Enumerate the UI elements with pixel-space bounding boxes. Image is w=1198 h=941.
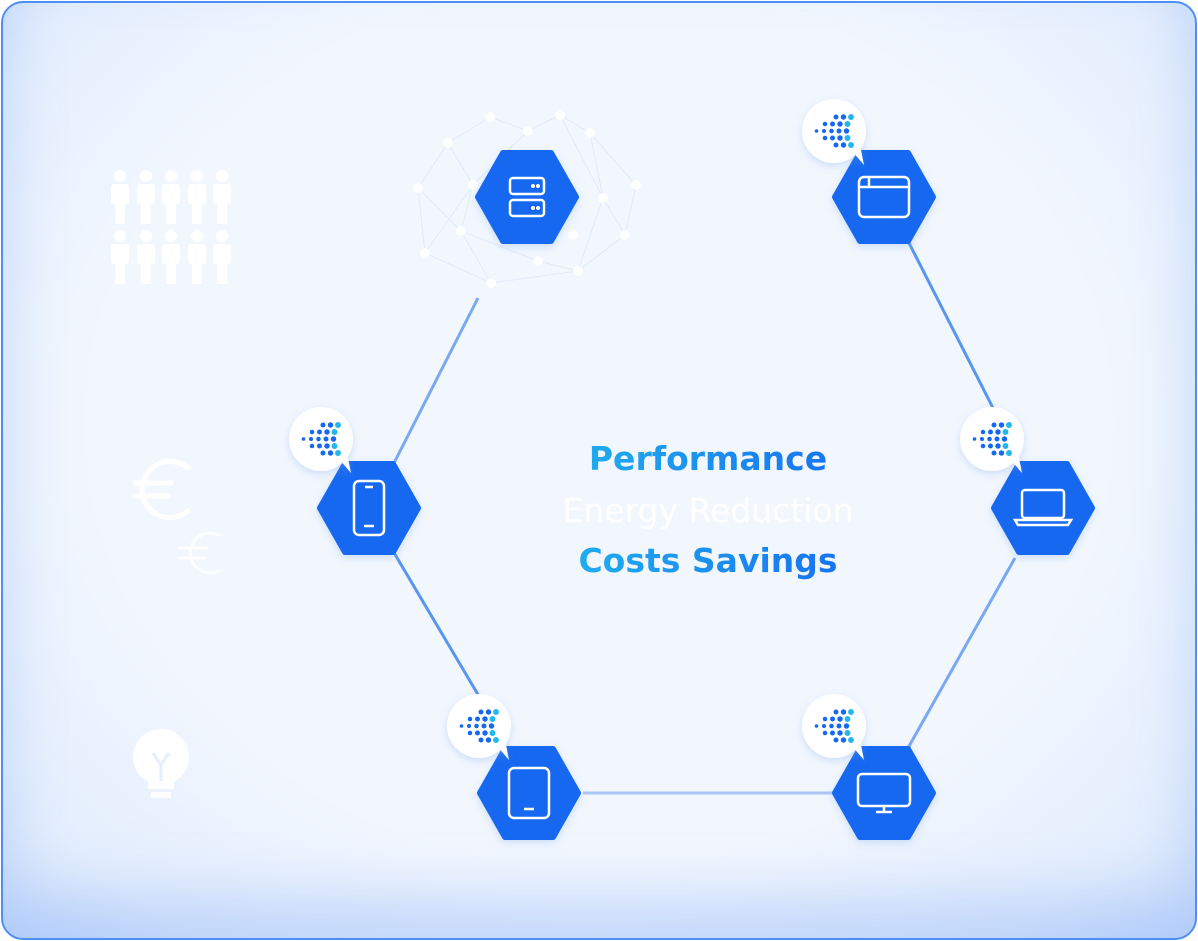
laptop-node[interactable] [991,461,1095,555]
laptop-optimization-badge [960,407,1024,473]
tablet-optimization-badge [447,694,511,760]
tablet-icon [507,766,551,820]
dot-logo-icon [972,422,1012,456]
label-performance: Performance [523,439,893,478]
network-mesh [413,110,641,288]
dot-logo-icon [301,422,341,456]
laptop-icon [1012,488,1074,527]
phone-node[interactable] [317,461,421,555]
tablet-node[interactable] [477,746,581,840]
phone-optimization-badge [289,407,353,473]
people-group-icon [111,170,231,284]
browser-optimization-badge [802,99,866,165]
browser-node[interactable] [832,150,936,244]
monitor-optimization-badge [802,694,866,760]
dot-logo-icon [814,114,854,148]
hexagon-network-diagram [111,99,1095,840]
connection-lines [391,195,1017,795]
server-icon [508,176,546,218]
dot-logo-icon [459,709,499,743]
monitor-icon [856,772,912,814]
label-costs-savings: Costs Savings [523,541,893,580]
lightbulb-icon [133,729,189,798]
label-energy-reduction: Energy Reduction [562,491,854,530]
browser-window-icon [857,175,911,219]
smartphone-icon [352,479,386,537]
dot-logo-icon [814,709,854,743]
server-node[interactable] [475,150,579,244]
monitor-node[interactable] [832,746,936,840]
euro-icon [132,459,221,575]
badges [289,99,1024,760]
